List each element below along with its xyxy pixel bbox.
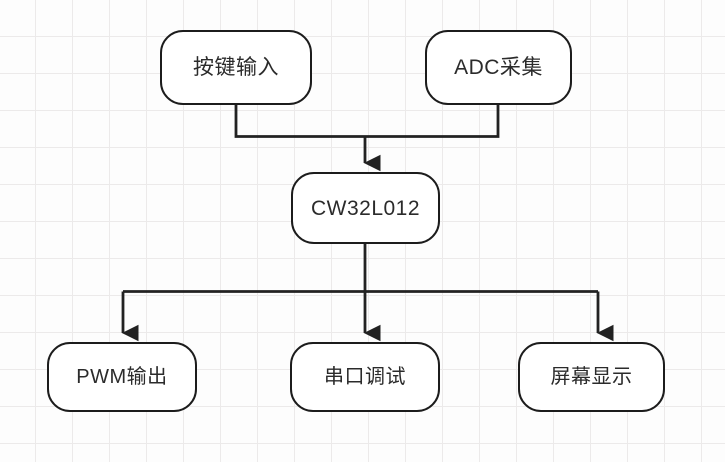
node-mcu-label: CW32L012 [310, 196, 421, 220]
node-adc[interactable]: ADC采集 [425, 30, 572, 105]
node-screen-label: 屏幕显示 [550, 366, 633, 388]
node-key-input-label: 按键输入 [193, 56, 279, 79]
edge-key-input-to-bar [234, 105, 365, 138]
node-mcu[interactable]: CW32L012 [291, 172, 440, 244]
node-pwm[interactable]: PWM输出 [47, 342, 197, 412]
node-adc-label: ADC采集 [454, 56, 543, 79]
node-key-input[interactable]: 按键输入 [160, 30, 312, 105]
node-screen[interactable]: 屏幕显示 [518, 342, 665, 412]
edge-adc-to-bar [365, 105, 500, 138]
node-uart[interactable]: 串口调试 [290, 342, 440, 412]
node-pwm-label: PWM输出 [76, 366, 168, 388]
node-uart-label: 串口调试 [324, 366, 406, 388]
